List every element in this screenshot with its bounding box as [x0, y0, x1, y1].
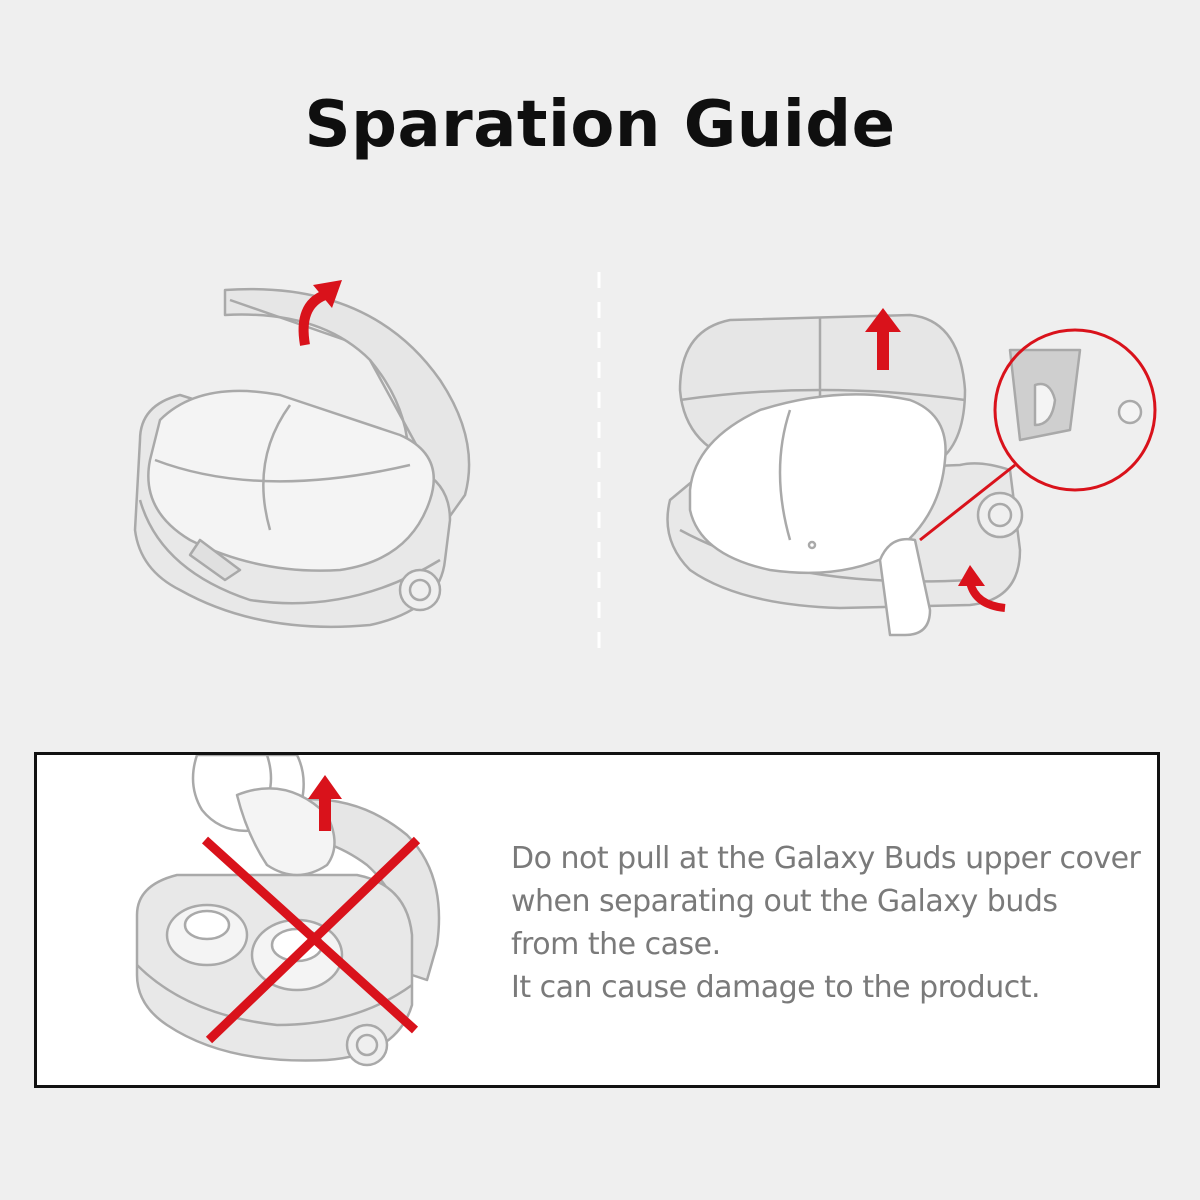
wrong-removal-illustration — [135, 755, 441, 1067]
warning-text: Do not pull at the Galaxy Buds upper cov… — [511, 837, 1141, 1009]
warning-line: It can cause damage to the product. — [511, 970, 1041, 1005]
warning-line: Do not pull at the Galaxy Buds upper cov… — [511, 841, 1141, 876]
warning-line: when separating out the Galaxy buds — [511, 884, 1058, 919]
earbud-removal-illustration — [666, 308, 1157, 637]
page-title: Sparation Guide — [304, 88, 896, 162]
case-opening-illustration — [133, 280, 471, 629]
warning-line: from the case. — [511, 927, 721, 962]
warning-box: Do not pull at the Galaxy Buds upper cov… — [34, 752, 1160, 1088]
dashed-divider — [597, 272, 601, 660]
